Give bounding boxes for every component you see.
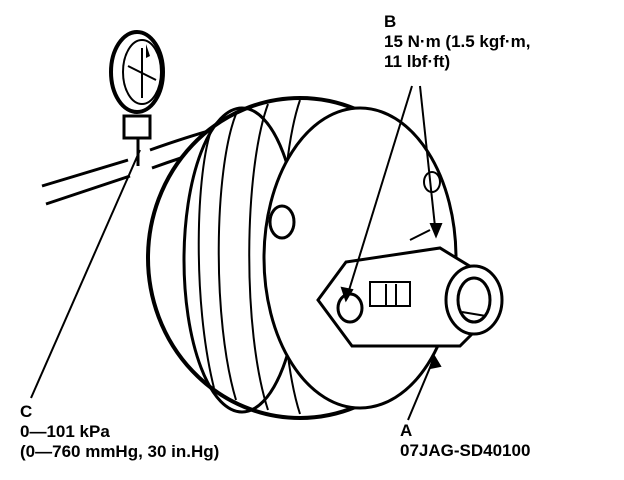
special-tool-a	[316, 246, 504, 348]
vacuum-gauge	[109, 30, 165, 166]
callout-c: C 0—101 kPa (0—760 mmHg, 30 in.Hg)	[20, 402, 219, 462]
callout-a-letter: A	[400, 421, 413, 440]
callout-b-torque-imperial: 11 lbf·ft)	[384, 52, 451, 71]
callout-b: B 15 N·m (1.5 kgf·m, 11 lbf·ft)	[384, 12, 530, 72]
callout-c-letter: C	[20, 402, 33, 421]
leader-lines	[30, 85, 443, 421]
callout-a-tool-number: 07JAG-SD40100	[400, 441, 531, 460]
callout-a: A 07JAG-SD40100	[400, 421, 530, 461]
callout-b-letter: B	[384, 12, 397, 31]
callout-c-pressure-range: 0—101 kPa	[20, 422, 110, 441]
check-valve	[268, 204, 296, 240]
callout-b-torque: 15 N·m (1.5 kgf·m,	[384, 32, 531, 51]
callout-c-pressure-range-imperial: (0—760 mmHg, 30 in.Hg)	[20, 442, 220, 461]
